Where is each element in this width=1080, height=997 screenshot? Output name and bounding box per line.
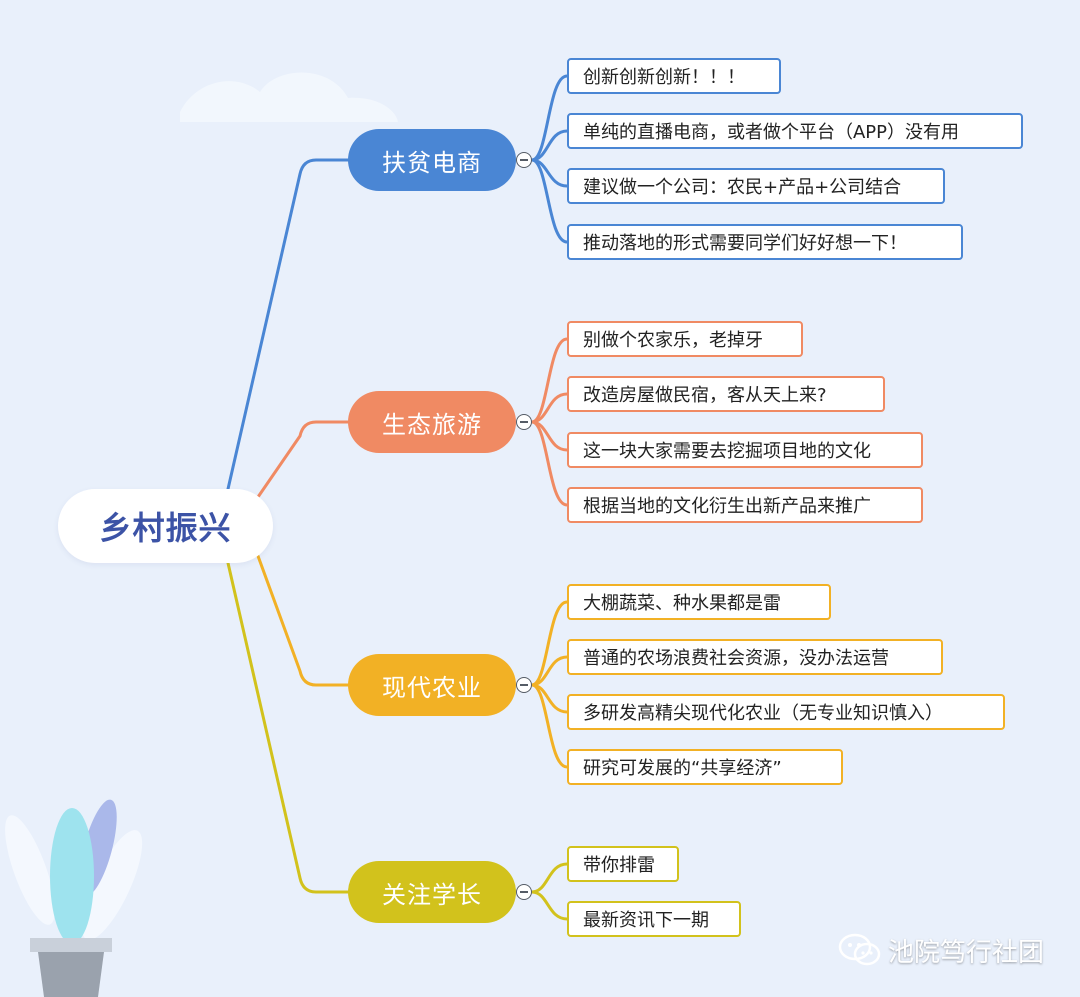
root-link-0 — [226, 158, 350, 491]
leaf-label: 建议做一个公司：农民+产品+公司结合 — [583, 177, 902, 198]
root-label: 乡村振兴 — [99, 509, 232, 547]
branch-node-3: 关注学长 — [348, 861, 516, 923]
leaf-link-0-3 — [530, 158, 569, 244]
leaf-node: 创新创新创新！！！ — [567, 58, 781, 94]
branch-label: 生态旅游 — [382, 410, 482, 439]
leaf-node: 这一块大家需要去挖掘项目地的文化 — [567, 432, 923, 468]
leaf-node: 研究可发展的“共享经济” — [567, 749, 843, 785]
leaf-link-3-0 — [530, 862, 569, 894]
leaf-link-3-1 — [530, 890, 569, 921]
leaf-label: 带你排雷 — [583, 855, 655, 876]
cloud-decoration — [180, 72, 398, 122]
collapse-toggle-2[interactable] — [516, 677, 532, 693]
leaf-node: 大棚蔬菜、种水果都是雷 — [567, 584, 831, 620]
collapse-toggle-1[interactable] — [516, 414, 532, 430]
root-link-3 — [226, 561, 350, 894]
leaf-link-1-0 — [530, 337, 569, 424]
leaf-node: 多研发高精尖现代化农业（无专业知识慎入） — [567, 694, 1005, 730]
branch-node-0: 扶贫电商 — [348, 129, 516, 191]
leaf-node: 建议做一个公司：农民+产品+公司结合 — [567, 168, 945, 204]
branch-label: 关注学长 — [382, 880, 482, 909]
leaf-label: 这一块大家需要去挖掘项目地的文化 — [583, 441, 871, 462]
branch-label: 现代农业 — [382, 673, 482, 702]
root-node: 乡村振兴 — [58, 489, 273, 563]
leaf-node: 改造房屋做民宿，客从天上来? — [567, 376, 885, 412]
leaf-link-2-0 — [530, 600, 569, 687]
leaf-node: 带你排雷 — [567, 846, 679, 882]
leaf-link-1-3 — [530, 420, 569, 507]
leaf-node: 最新资讯下一期 — [567, 901, 741, 937]
watermark-text: 池院笃行社团 — [888, 937, 1045, 968]
leaf-link-0-0 — [530, 74, 569, 162]
leaf-label: 创新创新创新！！！ — [583, 67, 745, 88]
collapse-toggle-3[interactable] — [516, 884, 532, 900]
leaf-label: 大棚蔬菜、种水果都是雷 — [583, 593, 781, 614]
leaf-node: 推动落地的形式需要同学们好好想一下！ — [567, 224, 963, 260]
leaf-node: 普通的农场浪费社会资源，没办法运营 — [567, 639, 943, 675]
leaf-label: 改造房屋做民宿，客从天上来? — [583, 385, 827, 406]
leaf-label: 根据当地的文化衍生出新产品来推广 — [583, 496, 871, 517]
leaf-label: 推动落地的形式需要同学们好好想一下！ — [583, 233, 907, 254]
leaf-node: 别做个农家乐，老掉牙 — [567, 321, 803, 357]
leaf-label: 最新资讯下一期 — [583, 910, 709, 931]
leaf-label: 多研发高精尖现代化农业（无专业知识慎入） — [583, 703, 943, 724]
root-link-2 — [256, 554, 350, 687]
plant-decoration — [5, 799, 143, 997]
leaf-label: 别做个农家乐，老掉牙 — [583, 330, 763, 351]
root-link-1 — [256, 420, 350, 499]
leaf-label: 研究可发展的“共享经济” — [583, 758, 782, 779]
branch-node-1: 生态旅游 — [348, 391, 516, 453]
leaf-link-2-3 — [530, 683, 569, 769]
leaf-label: 普通的农场浪费社会资源，没办法运营 — [583, 648, 889, 669]
leaf-node: 根据当地的文化衍生出新产品来推广 — [567, 487, 923, 523]
leaf-label: 单纯的直播电商，或者做个平台（APP）没有用 — [583, 122, 960, 143]
branch-label: 扶贫电商 — [382, 148, 482, 177]
watermark: 池院笃行社团 — [838, 928, 1044, 972]
wechat-icon — [838, 933, 881, 966]
collapse-toggle-0[interactable] — [516, 152, 532, 168]
branch-node-2: 现代农业 — [348, 654, 516, 716]
leaf-node: 单纯的直播电商，或者做个平台（APP）没有用 — [567, 113, 1023, 149]
